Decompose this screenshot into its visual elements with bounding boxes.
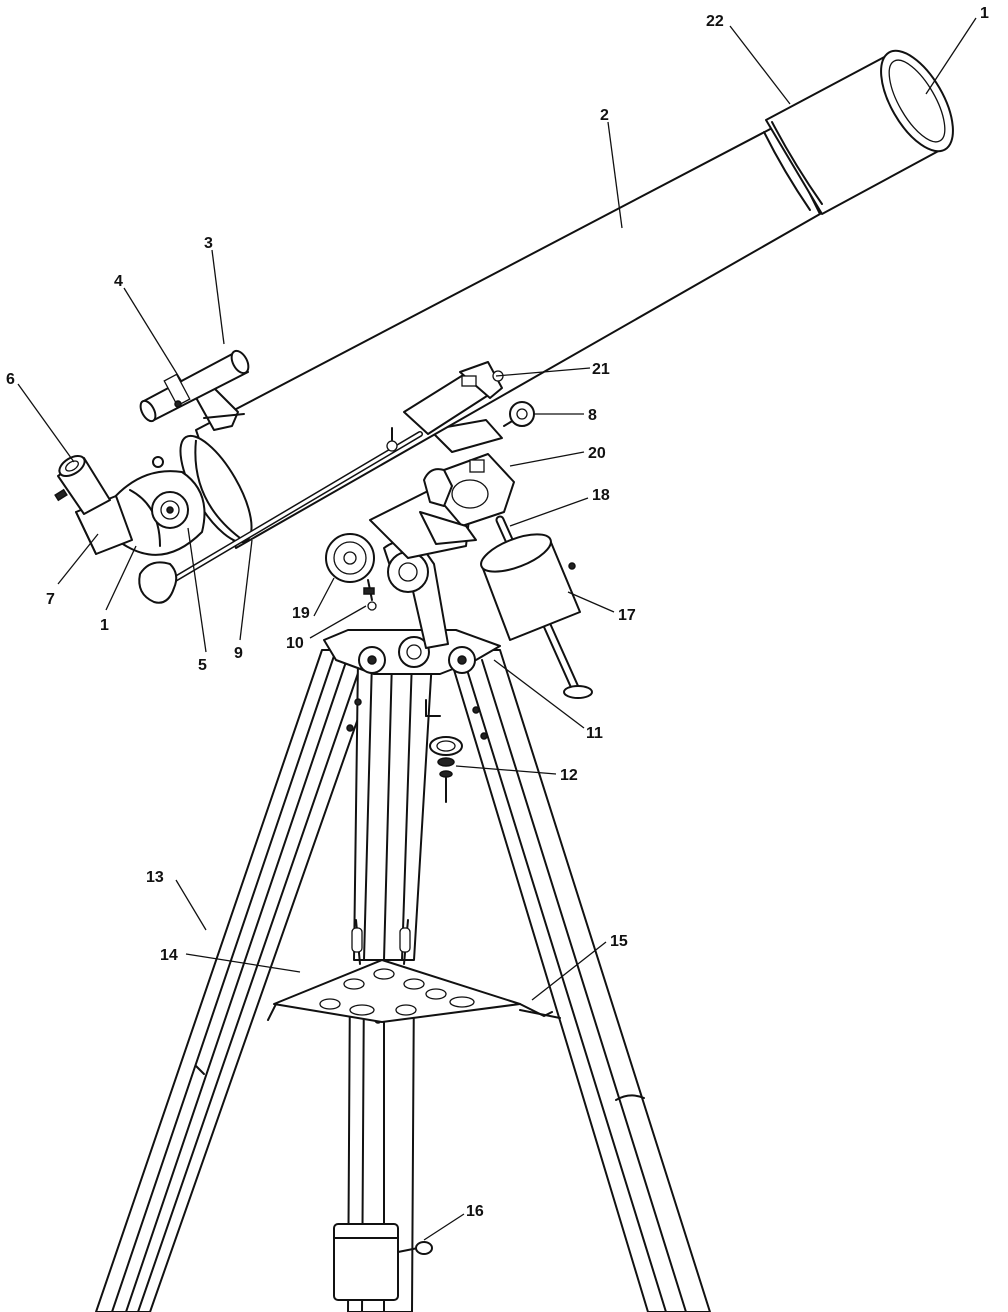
leg-lock-collar (333, 1223, 399, 1301)
slow-motion-cable (138, 427, 423, 604)
callout-tripod-leg: 13 (146, 869, 164, 886)
dec-lock-knob (503, 401, 535, 427)
tripod-leg-right (447, 649, 711, 1312)
finderscope (139, 349, 250, 423)
callout-latitude-knob: 19 (292, 605, 310, 622)
latitude-adjust-knob (325, 533, 375, 583)
callout-counterweight: 17 (618, 607, 636, 624)
callout-optical-tube: 2 (600, 107, 609, 124)
callout-lock-knob: 8 (588, 407, 597, 424)
tray-holes (319, 968, 475, 1016)
callout-diagonal: 7 (46, 591, 55, 608)
callout-dew-shield: 22 (706, 13, 724, 30)
tube-ring (403, 361, 504, 435)
eyepiece (54, 454, 111, 515)
callout-finderscope: 3 (204, 235, 213, 252)
optical-tube-assembly (54, 49, 954, 604)
tripod (95, 629, 711, 1312)
callout-slow-motion-cable: 9 (234, 645, 243, 662)
callout-objective-lens: 1 (980, 5, 989, 22)
callout-tray-brace: 15 (610, 933, 628, 950)
leg-lock-knob (397, 1241, 433, 1255)
leader-lines (17, 17, 977, 1241)
callout-accessory-tray: 14 (160, 947, 178, 964)
callout-focus-knob: 5 (198, 657, 207, 674)
callout-leg-lock: 16 (466, 1203, 484, 1220)
callout-mount-bolt: 12 (560, 767, 578, 784)
callout-eyepiece: 6 (6, 371, 15, 388)
callout-focuser: 1 (100, 617, 109, 634)
mount-center-bolt (425, 699, 463, 803)
objective-lens-rim (888, 59, 946, 143)
callout-tripod-head: 11 (586, 725, 603, 742)
tripod-center-knob (398, 636, 430, 668)
callout-mount-head: 20 (588, 445, 606, 462)
callout-latitude-bolt: 10 (286, 635, 304, 652)
callout-counterweight-shaft: 18 (592, 487, 610, 504)
callout-tube-ring: 21 (592, 361, 610, 378)
focus-knob (151, 491, 189, 529)
counterweight (480, 533, 581, 641)
callout-finder-bracket: 4 (114, 273, 123, 290)
latitude-bolt (363, 579, 377, 611)
equatorial-mount (325, 401, 593, 699)
callout-labels: 1 22 2 3 4 6 7 1 5 9 21 8 20 18 17 19 10… (6, 5, 989, 1220)
